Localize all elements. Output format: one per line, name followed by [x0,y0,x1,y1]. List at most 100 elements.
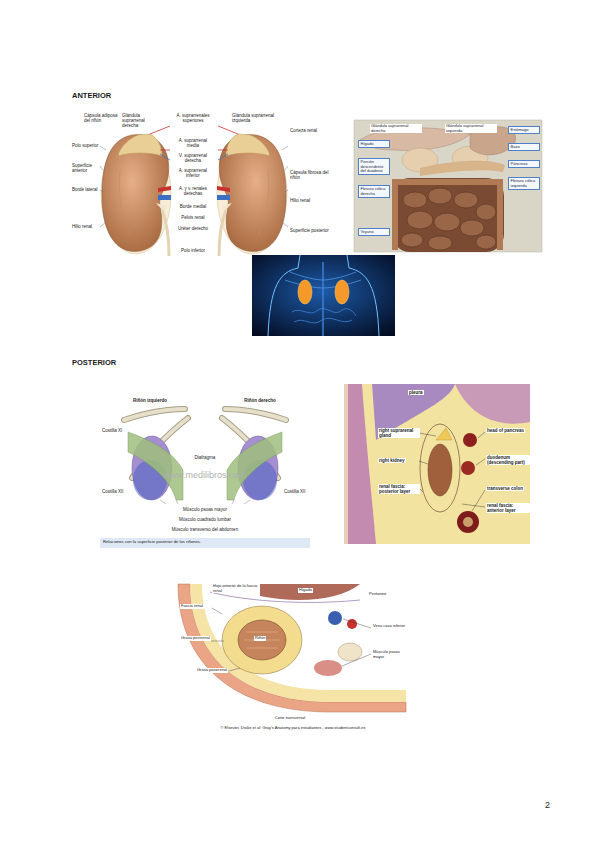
part-label: Hígado [298,588,313,593]
part-label: Uréter derecho [173,226,213,231]
part-label: Grasa pararrenal [196,668,228,673]
anterior-kidneys-illustration-part [217,126,288,256]
posterior-relations-illustration-part [124,409,188,504]
transverse-section-illustration-part [190,584,406,702]
body-silhouette-illustration [252,255,395,336]
abdominal-organs-illustration-part [428,236,452,250]
part-label: Glándula suprarrenal izquierda [445,124,497,133]
sagittal-section-illustration-part [463,433,477,447]
part-label: right kidney [378,458,406,463]
page-number: 2 [545,800,557,810]
abdominal-organs-illustration-part [434,213,460,231]
callout-text: Flexura cólica derecha [361,187,388,196]
sagittal-section-illustration-part [436,428,452,440]
transverse-section-illustration-part [211,608,371,671]
part-label: Hilio renal [290,198,338,203]
transverse-section-illustration-part [347,619,357,629]
sagittal-section-illustration-part [428,444,452,496]
part-label: Glándula suprarrenal derecha [122,113,158,129]
posterior-relations-illustration [100,394,310,548]
body-silhouette-illustration-part [322,262,324,336]
part-label: pleura [408,390,424,395]
abdominal-organs-illustration-part [428,188,452,204]
abdominal-organs-illustration-part [420,161,505,176]
callout-text: Estómago [511,128,538,133]
part-label: Superficie anterior [72,163,100,173]
part-label: Músculo psoas mayor [372,650,408,659]
part-label: A. y v. renales derechas [173,186,213,196]
body-silhouette-illustration-part [292,308,356,322]
organ-callout-box: Hígado [358,140,390,148]
transverse-section-illustration-part [244,632,280,648]
abdominal-organs-illustration-part [401,233,423,247]
part-label: Costilla XII [102,489,132,494]
organ-callout-box: Flexura cólica izquierda [508,177,540,190]
callout-text: Bazo [511,145,538,150]
part-label: Borde lateral [72,187,100,192]
body-silhouette-illustration-part [268,255,379,336]
abdominal-organs-illustration-part [354,120,542,252]
transverse-section-illustration-part [222,606,302,674]
transverse-section-illustration [175,582,408,714]
transverse-section-illustration-part [175,582,408,714]
abdominal-organs-illustration-part [454,192,478,208]
abdominal-organs-illustration-part [395,182,500,250]
sagittal-section-illustration-part [463,517,473,527]
part-label: Borde medial [173,204,213,209]
callout-text: Flexura cólica izquierda [511,179,538,188]
anterior-kidneys-illustration-part [100,126,171,256]
posterior-relations-illustration-part [222,409,286,504]
part-label: Músculo psoas mayor [150,507,260,512]
part-label: Diafragma [188,455,222,460]
callout-text: Hígado [361,142,388,147]
part-label: Riñón derecho [230,398,290,403]
part-label: Peritoneo [368,592,387,597]
part-label: Hoja anterior de la fascia renal [212,584,260,593]
posterior-relations-illustration-part [100,394,310,548]
organ-callout-box: Porción descendente del duodeno [358,158,390,175]
body-silhouette-illustration-part [285,272,361,288]
organ-callout-box: Páncreas [508,160,540,168]
part-label: Glándula suprarrenal izquierda [232,113,276,123]
abdominal-organs-illustration-part [392,178,504,252]
part-label: A. suprarrenal inferior [173,168,213,178]
abdominal-organs-illustration-part [476,235,496,249]
organ-callout-box: Estómago [508,126,540,134]
copyright-note: © Elsevier. Drake et al: Gray's Anatomy … [178,726,408,731]
part-label: Cápsula fibrosa del riñón [290,170,338,180]
section-heading: POSTERIOR [72,359,192,368]
part-label: Riñón izquierdo [120,398,180,403]
part-label: right suprarenal gland [378,428,420,438]
part-label: Hilio renal [72,224,100,229]
transverse-section-illustration-part [314,660,342,676]
transverse-section-illustration-part [178,584,406,712]
body-silhouette-illustration-part [298,280,312,304]
part-label: V. suprarrenal derecha [173,153,213,163]
part-label: renal fascia: posterior layer [378,484,420,494]
sagittal-section-illustration-part [419,432,485,511]
part-label: Músculo transverso del abdomen [150,527,260,532]
part-label: Músculo cuadrado lumbar [150,517,260,522]
part-label: Fascia renal [180,604,204,609]
part-label: transverse colon [486,486,524,491]
organ-callout-box: Bazo [508,143,540,151]
sagittal-section-illustration-part [457,511,479,533]
sagittal-section-illustration-part [455,384,530,424]
sagittal-section-illustration-part [420,424,460,512]
figure-caption: Relaciones con la superficie posterior d… [103,540,308,545]
sagittal-section-illustration-part [344,384,530,544]
callout-text: Páncreas [511,162,538,167]
part-label: Superficie posterior [290,228,338,233]
abdominal-organs-illustration [354,120,542,252]
part-label: Cápsula adiposa del riñón [84,113,120,123]
part-label: Polo inferior [173,248,213,253]
anterior-kidneys-illustration [72,110,340,258]
part-label: Glándula suprarrenal derecha [370,124,422,133]
part-label: Corteza renal [290,128,338,133]
abdominal-organs-illustration-part [403,192,427,208]
part-label: head of pancreas [486,428,525,433]
transverse-section-illustration-part [260,584,360,600]
